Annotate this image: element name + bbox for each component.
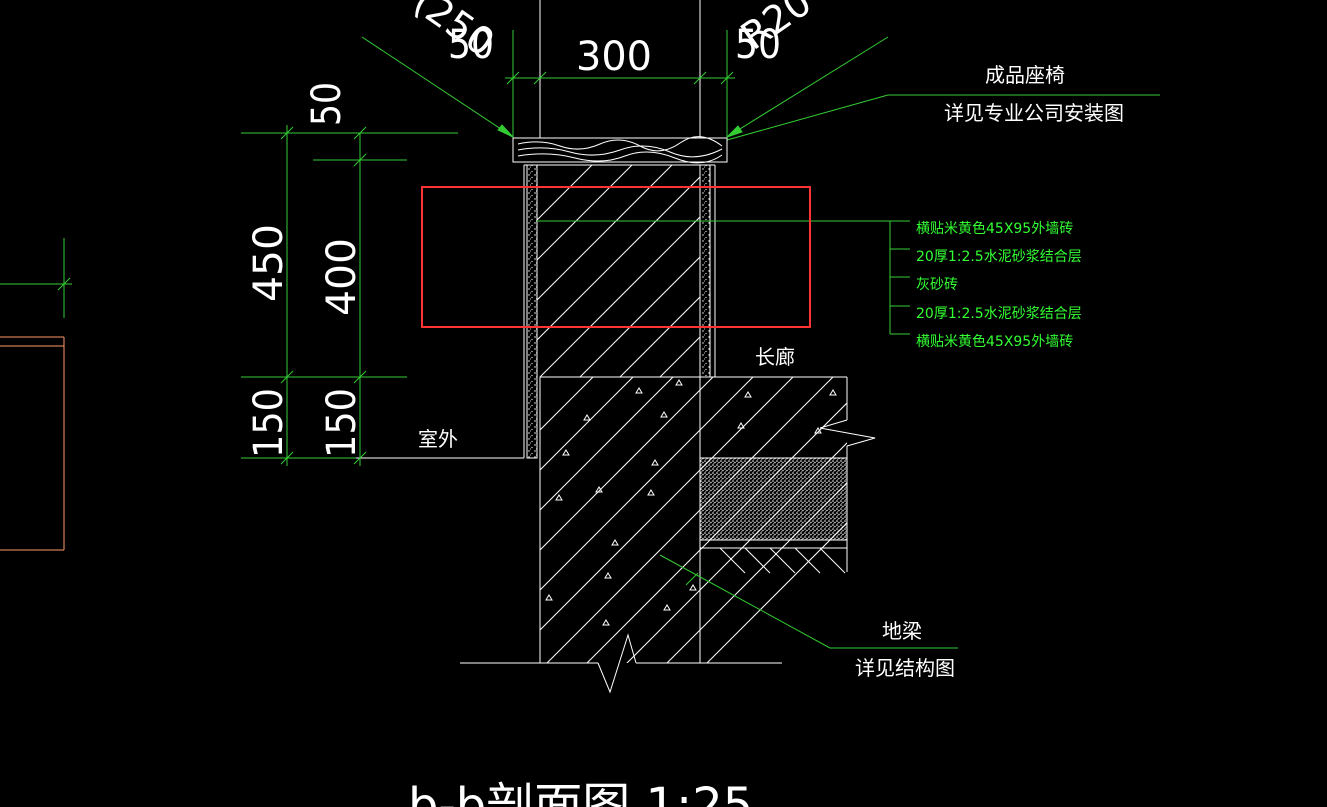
bench-leaders <box>361 36 1160 141</box>
layer-item-4: 20厚1:2.5水泥砂浆结合层 <box>916 306 1082 322</box>
dim-left-450: 450 <box>246 224 292 302</box>
layer-item-5: 横贴米黄色45X95外墙砖 <box>916 333 1073 350</box>
layer-item-3: 灰砂砖 <box>916 277 958 293</box>
dim-left-150-b: 150 <box>319 388 365 458</box>
left-dimensions <box>241 125 458 466</box>
drawing-title: b-b剖面图 1:25 <box>408 778 753 807</box>
bench-label-line2: 详见专业公司安装图 <box>944 101 1124 125</box>
dim-top-left-50: 50 <box>448 22 494 68</box>
dim-top-right-50: 50 <box>735 22 781 68</box>
bench-label-line1: 成品座椅 <box>985 63 1065 87</box>
dim-top-300: 300 <box>576 34 652 80</box>
top-guides <box>539 0 701 138</box>
dim-left-50: 50 <box>304 82 350 126</box>
left-partial-drawing <box>0 238 72 551</box>
layer-leaders <box>537 220 910 335</box>
outdoor-label: 室外 <box>418 427 458 451</box>
ground-lines <box>356 376 847 694</box>
dim-left-400: 400 <box>319 238 365 316</box>
beam-label-line2: 详见结构图 <box>855 656 955 680</box>
highlight-box <box>421 186 811 328</box>
layer-item-2: 20厚1:2.5水泥砂浆结合层 <box>916 249 1082 265</box>
corridor-label: 长廊 <box>755 345 795 369</box>
dim-left-150-a: 150 <box>246 388 292 458</box>
foundation-beam <box>539 376 876 663</box>
bench-seat <box>512 136 728 164</box>
wall-section <box>523 164 716 459</box>
beam-label-line1: 地梁 <box>882 619 922 643</box>
top-dimension <box>505 30 735 140</box>
beam-leader <box>659 554 958 649</box>
layer-item-1: 横贴米黄色45X95外墙砖 <box>916 220 1073 237</box>
